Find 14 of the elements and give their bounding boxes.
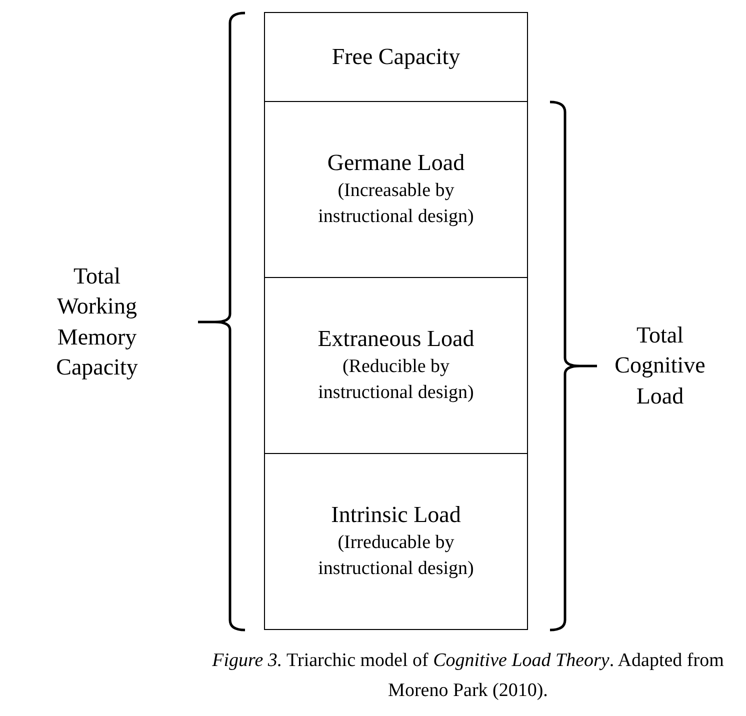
figure-caption: Figure 3. Triarchic model of Cognitive Load Theory. Adapted from Moreno Park (2010). (211, 649, 725, 703)
box-title: Free Capacity (332, 42, 460, 71)
box-note: (Irreducable by instructional design) (317, 530, 475, 581)
brace-label: Total Cognitive Load (614, 321, 706, 410)
box-note: (Reducible by instructional design) (317, 354, 475, 405)
box-title: Germane Load (327, 149, 465, 178)
load-box (264, 276, 528, 454)
load-box (264, 100, 528, 278)
load-box (264, 12, 528, 102)
box-title: Extraneous Load (318, 325, 474, 354)
box-note: (Increasable by instructional design) (317, 178, 475, 229)
load-box (264, 452, 528, 630)
box-title: Intrinsic Load (331, 501, 461, 530)
brace-label: Total Working Memory Capacity (55, 262, 139, 382)
